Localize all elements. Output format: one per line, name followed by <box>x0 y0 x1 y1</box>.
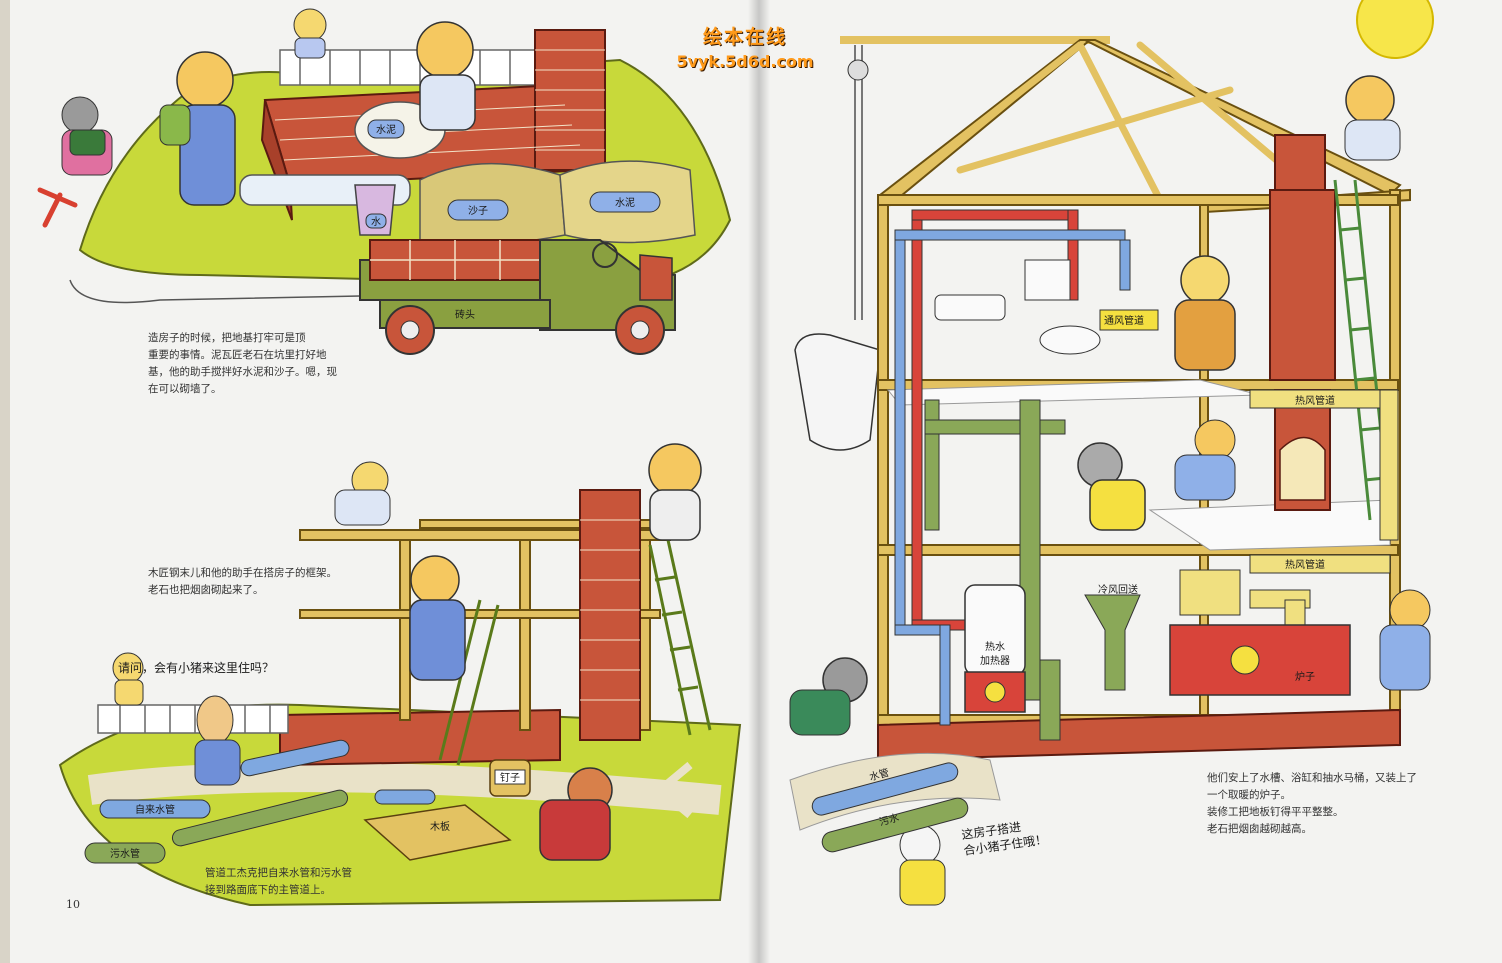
pig-on-chimney <box>648 443 702 541</box>
bathtub <box>794 333 881 451</box>
sun-icon <box>1356 0 1434 59</box>
toilet <box>1039 325 1101 355</box>
speech-question: 请问，会有小猪来这里住吗？ <box>118 661 275 675</box>
hot-water-label: 热水 <box>985 640 1005 653</box>
cat-on-beam <box>334 461 391 526</box>
rabbit-plumber <box>194 695 241 786</box>
house-cutaway: 热风管道 热风管道 冷风回送 通风管道 热水 加热器 炉子 <box>789 0 1434 906</box>
fox-sawing <box>539 767 613 861</box>
truck-label: 砖头 <box>455 308 475 321</box>
chimney <box>579 489 641 741</box>
house-chimney <box>1269 134 1336 511</box>
nail-barrel: 钉子 <box>489 759 531 797</box>
furnace-flame-icon <box>1230 645 1260 675</box>
water-bag-label: 水泥 <box>615 196 635 209</box>
cat-painter <box>1174 255 1236 371</box>
raccoon <box>61 96 113 176</box>
sewage-label: 污水 <box>878 812 900 829</box>
pig-roofer <box>1344 75 1401 161</box>
brick-truck: 砖头 <box>359 239 676 355</box>
caption-pipes: 管道工杰克把自来水管和污水管 接到路面底下的主管道上。 <box>205 867 352 896</box>
wooden-frame <box>299 519 671 731</box>
watermark: 绘本在线 5vyk.5d6d.com <box>640 22 850 71</box>
water-pipe-label: 自来水管 <box>135 803 175 816</box>
bucket-label: 水 <box>371 216 381 228</box>
cement-bag-label: 水泥 <box>376 123 396 136</box>
framing-scene: 自来水管 污水管 钉子 木板 <box>58 443 742 907</box>
furnace: 炉子 <box>1169 624 1351 696</box>
hot-air-label-2: 热风管道 <box>1285 558 1325 571</box>
caption-interior: 他们安上了水槽、浴缸和抽水马桶，又装上了 一个取暖的炉子。 装修工把地板钉得平平… <box>1207 772 1417 835</box>
sink <box>934 294 1006 321</box>
street-pipes: 水管 污水 <box>789 752 1001 853</box>
book-edge <box>0 0 10 963</box>
raccoon-digger <box>789 657 868 736</box>
pulley-icon <box>847 59 869 81</box>
hot-air-label: 热风管道 <box>1295 394 1335 407</box>
cat-on-fence <box>293 8 327 59</box>
toilet-tank <box>1024 259 1071 301</box>
heater-label: 加热器 <box>980 654 1010 667</box>
fireplace <box>1279 436 1326 501</box>
ladder <box>438 539 712 766</box>
watermark-site-name: 绘本在线 <box>702 26 787 48</box>
cat-blue-overalls <box>1379 589 1431 691</box>
page-number: 10 <box>66 898 80 911</box>
cold-air-label: 冷风回送 <box>1098 583 1138 596</box>
cat-spectator <box>112 652 144 706</box>
wood-pile: 木板 <box>363 804 512 861</box>
nail-barrel-label: 钉子 <box>500 772 520 784</box>
cat-yellow-shirt <box>899 824 946 906</box>
carpenter-cat <box>409 555 466 681</box>
sewer-pipe-label: 污水管 <box>110 847 140 860</box>
pig-helper <box>159 51 236 206</box>
cat-hammering <box>1174 419 1236 501</box>
sand-bag-label: 沙子 <box>468 205 488 217</box>
watermark-url: 5vyk.5d6d.com <box>676 52 814 71</box>
book-gutter <box>748 0 770 963</box>
water-heater: 热水 加热器 <box>964 584 1026 713</box>
foundation-scene: 水泥 沙子 水泥 水 <box>37 8 732 355</box>
wood-pile-label: 木板 <box>430 820 450 833</box>
steering-wheel-icon <box>592 242 618 268</box>
pickaxe-icon <box>37 187 78 228</box>
vent-label: 通风管道 <box>1104 314 1144 327</box>
flame-icon <box>984 681 1006 703</box>
caption-frame: 木匠钢末儿和他的助手在搭房子的框架。 老石也把烟囱砌起来了。 <box>148 567 337 596</box>
caption-foundation: 造房子的时候，把地基打牢可是顶 重要的事情。泥瓦匠老石在坑里打好地 基，他的助手… <box>148 332 337 395</box>
furnace-label: 炉子 <box>1295 671 1315 683</box>
pipes: 自来水管 污水管 <box>84 739 436 864</box>
cat-floor-worker <box>1077 442 1146 531</box>
pig-mason <box>416 21 476 131</box>
